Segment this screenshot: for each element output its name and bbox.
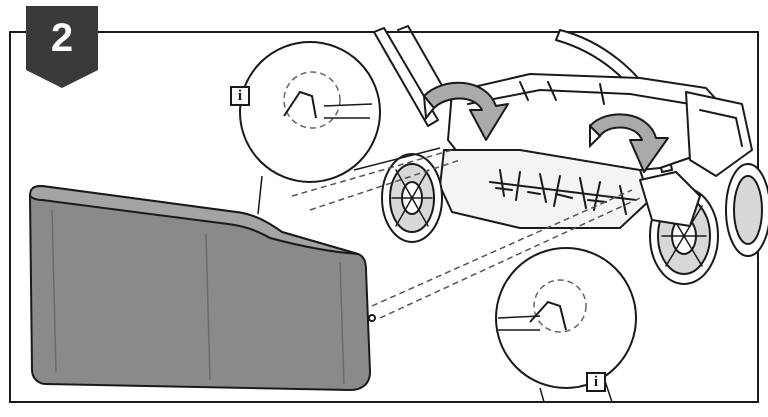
step-badge: 2: [26, 6, 98, 88]
grass-bag-top: [29, 185, 359, 255]
left-handle: [373, 27, 439, 127]
rotation-arrow-right: [589, 113, 669, 173]
leader-lines: [291, 149, 641, 319]
detail-circle-bottom: [495, 247, 637, 403]
step-number: 2: [50, 16, 74, 60]
left-wheel: [381, 153, 443, 243]
info-mark-bottom: i: [586, 372, 606, 392]
rotation-arrow-left: [422, 81, 509, 141]
grass-bag-hook: [368, 314, 376, 322]
info-icon: i: [593, 373, 599, 390]
info-icon: i: [237, 87, 243, 104]
grass-bag: [29, 185, 376, 391]
lawn-scarifier: [373, 25, 768, 285]
rear-wheel: [725, 163, 768, 257]
info-mark-top: i: [230, 86, 250, 106]
tine-roller: [489, 169, 637, 215]
step-badge-shape: [26, 6, 98, 88]
figure-frame: [9, 31, 759, 403]
detail-circle-top: [239, 41, 441, 215]
